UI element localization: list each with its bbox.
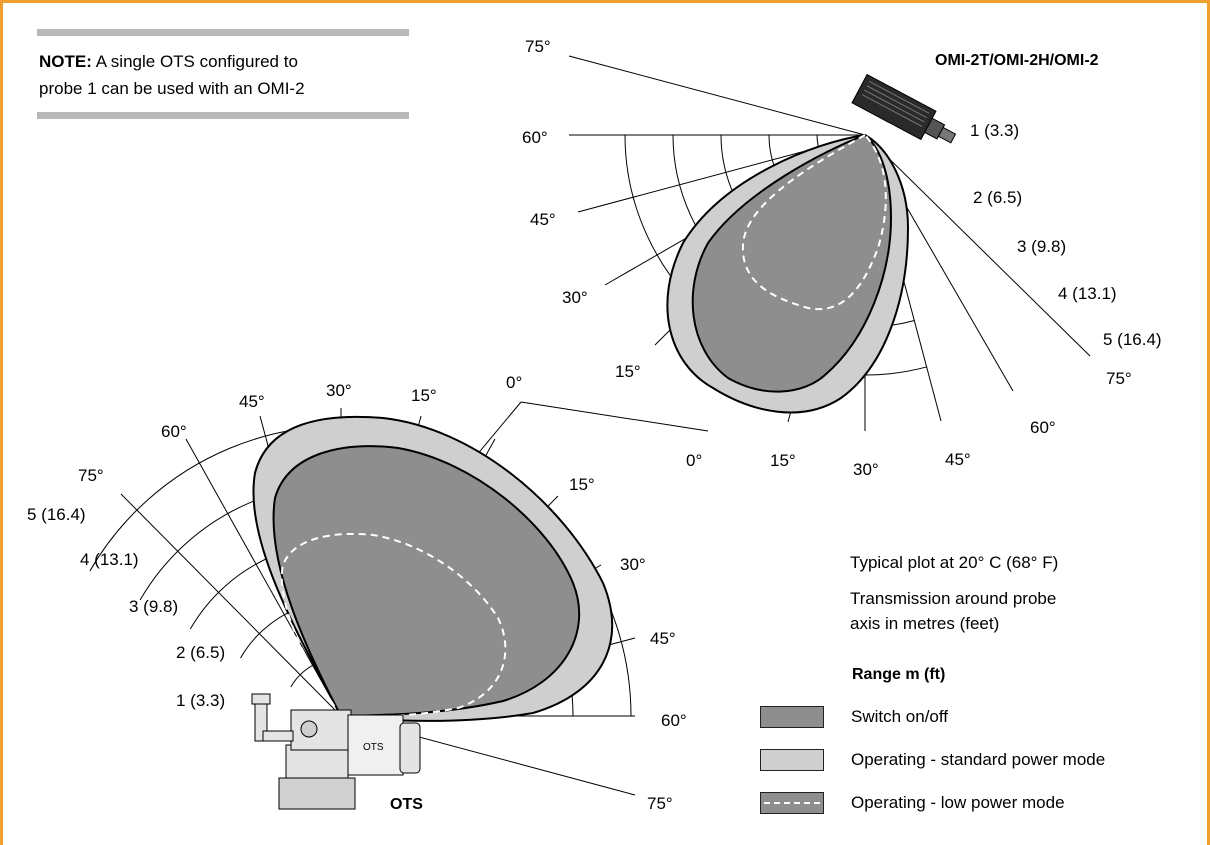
legend-item-low: Operating - low power mode (760, 791, 1065, 815)
omi-angle-30-right: 30° (853, 460, 879, 479)
ots-angle-45-left: 45° (239, 392, 265, 411)
ots-angle-75-right: 75° (647, 794, 673, 813)
omi-angle-30-left: 30° (562, 288, 588, 307)
legend-swatch-standard (760, 749, 824, 771)
ots-range-5: 5 (16.4) (27, 505, 86, 524)
ots-range-3: 3 (9.8) (129, 597, 178, 616)
omi-range-2: 2 (6.5) (973, 188, 1022, 207)
ots-angle-30-left: 30° (326, 381, 352, 400)
ots-device-label: OTS (363, 742, 384, 753)
legend-swatch-low (760, 792, 824, 814)
legend-label-switch: Switch on/off (851, 707, 949, 726)
ots-low-power-lobe (280, 532, 507, 718)
ots-angle-0: 0° (506, 373, 522, 392)
omi-title: OMI-2T/OMI-2H/OMI-2 (935, 52, 1099, 69)
omi-device-icon (851, 73, 957, 144)
omi-angle-75-left: 75° (525, 37, 551, 56)
legend-label-standard: Operating - standard power mode (851, 750, 1106, 769)
legend-label-low: Operating - low power mode (851, 793, 1065, 812)
omi-angle-60-right: 60° (1030, 418, 1056, 437)
omi-range-1: 1 (3.3) (970, 121, 1019, 140)
ots-range-4: 4 (13.1) (80, 550, 139, 569)
omi-angle-45-left: 45° (530, 210, 556, 229)
omi-range-3: 3 (9.8) (1017, 237, 1066, 256)
ots-angle-75-left: 75° (78, 466, 104, 485)
note-box: NOTE: A single OTS configured to probe 1… (37, 29, 409, 119)
note-line-1: A single OTS configured to (95, 52, 298, 71)
legend-swatch-switch (760, 706, 824, 728)
omi-range-5: 5 (16.4) (1103, 330, 1162, 349)
omi-low-power-lobe (741, 133, 887, 311)
note-bottom-rule (37, 112, 409, 119)
info-transmission-line-2: axis in metres (feet) (850, 614, 1000, 633)
note-top-rule (37, 29, 409, 36)
legend-item-standard: Operating - standard power mode (760, 748, 1105, 772)
omi-switch-lobe (691, 133, 893, 393)
ots-angle-15-right: 15° (569, 475, 595, 494)
ots-device-icon: OTS (251, 693, 421, 810)
note-text: NOTE: A single OTS configured to probe 1… (37, 36, 409, 112)
omi-angle-15-right: 15° (770, 451, 796, 470)
ots-angle-45-right: 45° (650, 629, 676, 648)
ots-title: OTS (390, 796, 423, 813)
ots-angle-60-right: 60° (661, 711, 687, 730)
ots-labels: OTS 0° 15° 30° 45° 60° 75° 75° 60° 45° 3… (27, 373, 687, 813)
omi-angle-45-right: 45° (945, 450, 971, 469)
ots-range-2: 2 (6.5) (176, 643, 225, 662)
omi-angle-75-right: 75° (1106, 369, 1132, 388)
ots-switch-lobe (272, 445, 581, 718)
omi-angle-15-left: 15° (615, 362, 641, 381)
legend-title: Range m (ft) (852, 666, 946, 683)
reception-diagram: OTS OMI-2T/OMI-2H/OMI-2 75° 60° 45° 30° … (27, 37, 1162, 813)
info-plot-conditions: Typical plot at 20° C (68° F) (850, 553, 1059, 572)
ots-angle-15-left: 15° (411, 386, 437, 405)
ots-range-1: 1 (3.3) (176, 691, 225, 710)
ots-angle-30-right: 30° (620, 555, 646, 574)
ots-angle-60-left: 60° (161, 422, 187, 441)
note-label: NOTE: (39, 52, 92, 71)
omi-range-4: 4 (13.1) (1058, 284, 1117, 303)
omi-angle-60-left: 60° (522, 128, 548, 147)
legend-item-switch: Switch on/off (760, 705, 948, 729)
omi-labels: OMI-2T/OMI-2H/OMI-2 75° 60° 45° 30° 15° … (522, 37, 1162, 479)
note-line-2: probe 1 can be used with an OMI-2 (39, 79, 305, 98)
omi-angle-0: 0° (686, 451, 702, 470)
info-transmission-line-1: Transmission around probe (850, 589, 1057, 608)
